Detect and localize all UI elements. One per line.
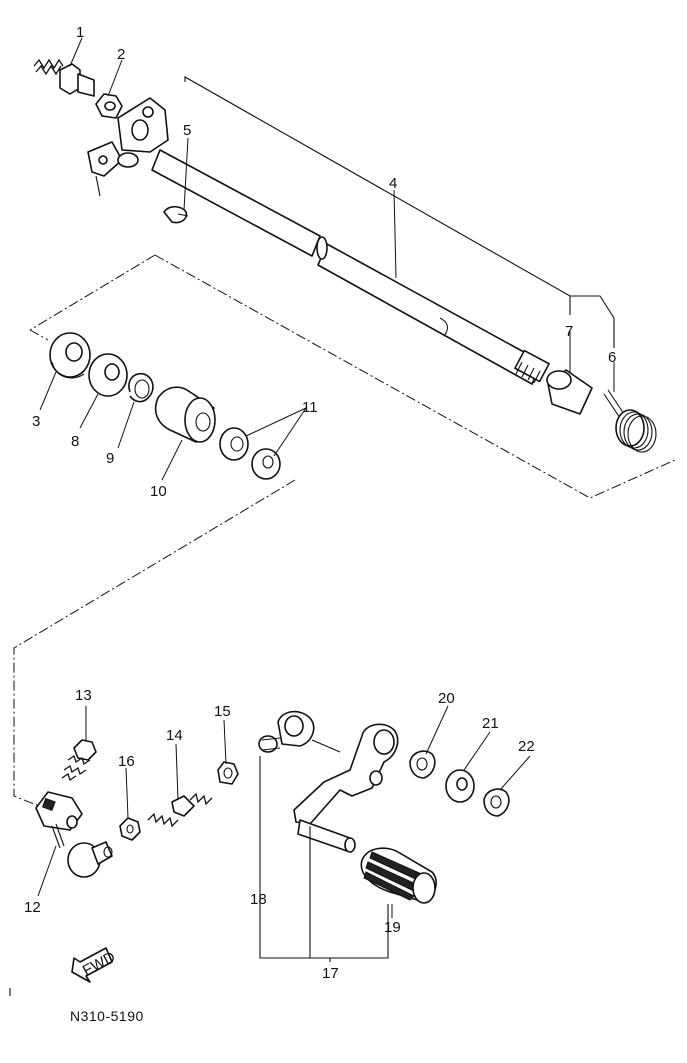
spring-part-6 [603,389,657,453]
callout-9: 9 [106,450,114,467]
nut-part-2 [95,93,123,119]
collar-part-7 [546,369,593,415]
callout-12: 12 [24,899,41,916]
callout-6: 6 [608,349,616,366]
callout-2: 2 [117,46,125,63]
callout-leaders [37,37,615,918]
nut-part-16 [119,817,141,841]
shaft-bracket-lines [184,76,615,348]
callout-17: 17 [322,965,339,982]
callout-5: 5 [183,122,191,139]
callout-22: 22 [518,738,535,755]
callout-13: 13 [75,687,92,704]
shift-arm-plate [87,97,169,197]
pedal-rubber-part-19 [360,847,437,904]
lever-joint-part-12 [35,791,113,878]
callout-8: 8 [71,433,79,450]
callout-19: 19 [384,919,401,936]
washer-part-8 [88,353,128,397]
callout-15: 15 [214,703,231,720]
callout-7: 7 [565,323,573,340]
callout-4: 4 [389,175,397,192]
shift-shaft-part [151,149,550,385]
callout-10: 10 [150,483,167,500]
shift-pedal-part-17 [258,710,399,853]
pedal-bracket-lines [259,756,389,962]
bushing-part-10 [154,386,216,443]
callout-14: 14 [166,727,183,744]
callout-20: 20 [438,690,455,707]
seal-part-11 [219,427,281,480]
callout-11: 11 [302,399,318,416]
circlip-part-22 [483,788,510,817]
callout-numbers: 1 2 5 4 7 6 3 8 9 10 11 12 13 14 15 16 1… [24,24,616,982]
callout-18: 18 [250,891,267,908]
clip-part-5 [163,205,189,224]
circlip-part-20 [409,750,436,779]
bolt-part-1 [33,58,95,97]
callout-16: 16 [118,753,135,770]
exploded-view-outline-lower [13,479,296,809]
nut-part-15 [217,761,239,785]
callout-21: 21 [482,715,499,732]
bolt-part-13 [61,739,97,782]
exploded-view-outline-upper [29,254,156,331]
shaft-spline [514,349,550,384]
washer-part-21 [445,769,475,803]
callout-1: 1 [76,24,84,41]
adjuster-rod-part-14 [147,792,213,828]
callout-3: 3 [32,413,40,430]
circlip-part-9 [128,372,154,403]
catalog-code: N310-5190 [70,1008,144,1024]
seal-part-3 [49,332,91,379]
forward-direction-arrow-icon: FWD [71,947,118,983]
